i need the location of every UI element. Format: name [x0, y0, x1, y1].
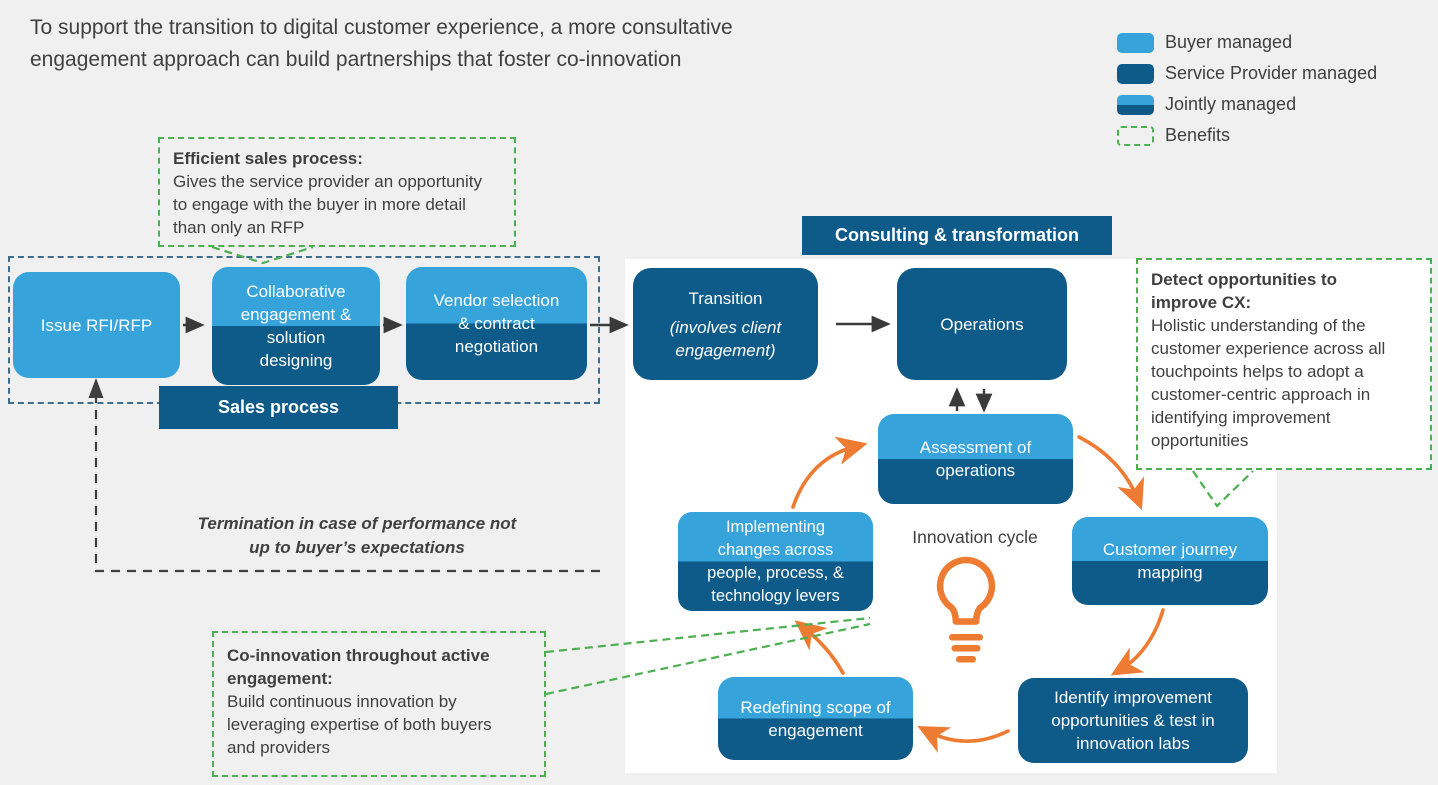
sales-process-label: Sales process [159, 386, 398, 429]
box-label: Customer journey mapping [1102, 540, 1238, 582]
buyer-managed-swatch [1117, 32, 1154, 53]
box-issue-rfi-rfp: Issue RFI/RFP [13, 272, 180, 378]
box-operations: Operations [897, 268, 1067, 380]
callout-body: Holistic understanding of the customer e… [1151, 316, 1386, 450]
box-assessment-of-operations: Assessment of operations [878, 414, 1073, 504]
box-identify-improvement: Identify improvement opportunities & tes… [1018, 678, 1248, 763]
box-customer-journey-mapping: Customer journey mapping [1072, 517, 1268, 605]
jointly-managed-swatch [1117, 94, 1154, 115]
service-provider-managed-swatch [1117, 63, 1154, 84]
consulting-transformation-header: Consulting & transformation [802, 216, 1112, 255]
legend-label: Service Provider managed [1165, 63, 1378, 83]
benefits-swatch [1117, 125, 1154, 146]
callout-detect-opportunities: Detect opportunities to improve CX: Holi… [1136, 258, 1432, 470]
box-label: Redefining scope of engagement [740, 697, 891, 740]
box-label: Vendor selection & contract negotiation [433, 291, 560, 356]
legend-item: Service Provider managed [1117, 63, 1437, 84]
legend-label: Jointly managed [1165, 94, 1297, 114]
legend-label: Buyer managed [1165, 32, 1293, 52]
box-redefining-scope: Redefining scope of engagement [718, 677, 913, 760]
innovation-cycle-label: Innovation cycle [912, 527, 1038, 547]
box-vendor-selection: Vendor selection & contract negotiation [406, 267, 587, 380]
legend-label: Benefits [1165, 125, 1231, 145]
legend-item: Jointly managed [1117, 94, 1437, 115]
box-label: Collaborative engagement & solution desi… [240, 282, 352, 370]
callout-co-innovation: Co-innovation throughout active engageme… [212, 631, 546, 777]
legend-item: Benefits [1117, 125, 1437, 146]
box-implementing-changes: Implementing changes across people, proc… [678, 512, 873, 611]
header-text: Sales process [217, 397, 340, 417]
callout-title: Co-innovation throughout active engageme… [227, 646, 490, 688]
callout-body: Build continuous innovation by leveragin… [227, 692, 492, 757]
callout-title: Efficient sales process: [173, 149, 363, 168]
callout-efficient-sales-process: Efficient sales process: Gives the servi… [158, 137, 516, 247]
box-collaborative-engagement: Collaborative engagement & solution desi… [212, 267, 380, 385]
box-transition: Transition (involves client engagement) [633, 268, 818, 380]
callout-title: Detect opportunities to improve CX: [1151, 270, 1338, 312]
box-label: Identify improvement opportunities & tes… [1051, 688, 1215, 753]
box-sublabel: (involves client engagement) [669, 317, 782, 360]
box-label: Transition [688, 288, 763, 308]
slide-title: To support the transition to digital cus… [30, 16, 733, 71]
callout-body: Gives the service provider an opportunit… [173, 172, 482, 237]
box-label: Assessment of operations [919, 438, 1032, 480]
box-label: Implementing changes across people, proc… [707, 517, 844, 605]
legend-item: Buyer managed [1117, 32, 1437, 53]
termination-note: Termination in case of performance not u… [197, 514, 517, 557]
box-label: Operations [940, 314, 1024, 334]
box-label: Issue RFI/RFP [40, 315, 153, 335]
legend: Buyer managed Service Provider managed J… [1117, 32, 1437, 156]
header-text: Consulting & transformation [835, 225, 1079, 245]
